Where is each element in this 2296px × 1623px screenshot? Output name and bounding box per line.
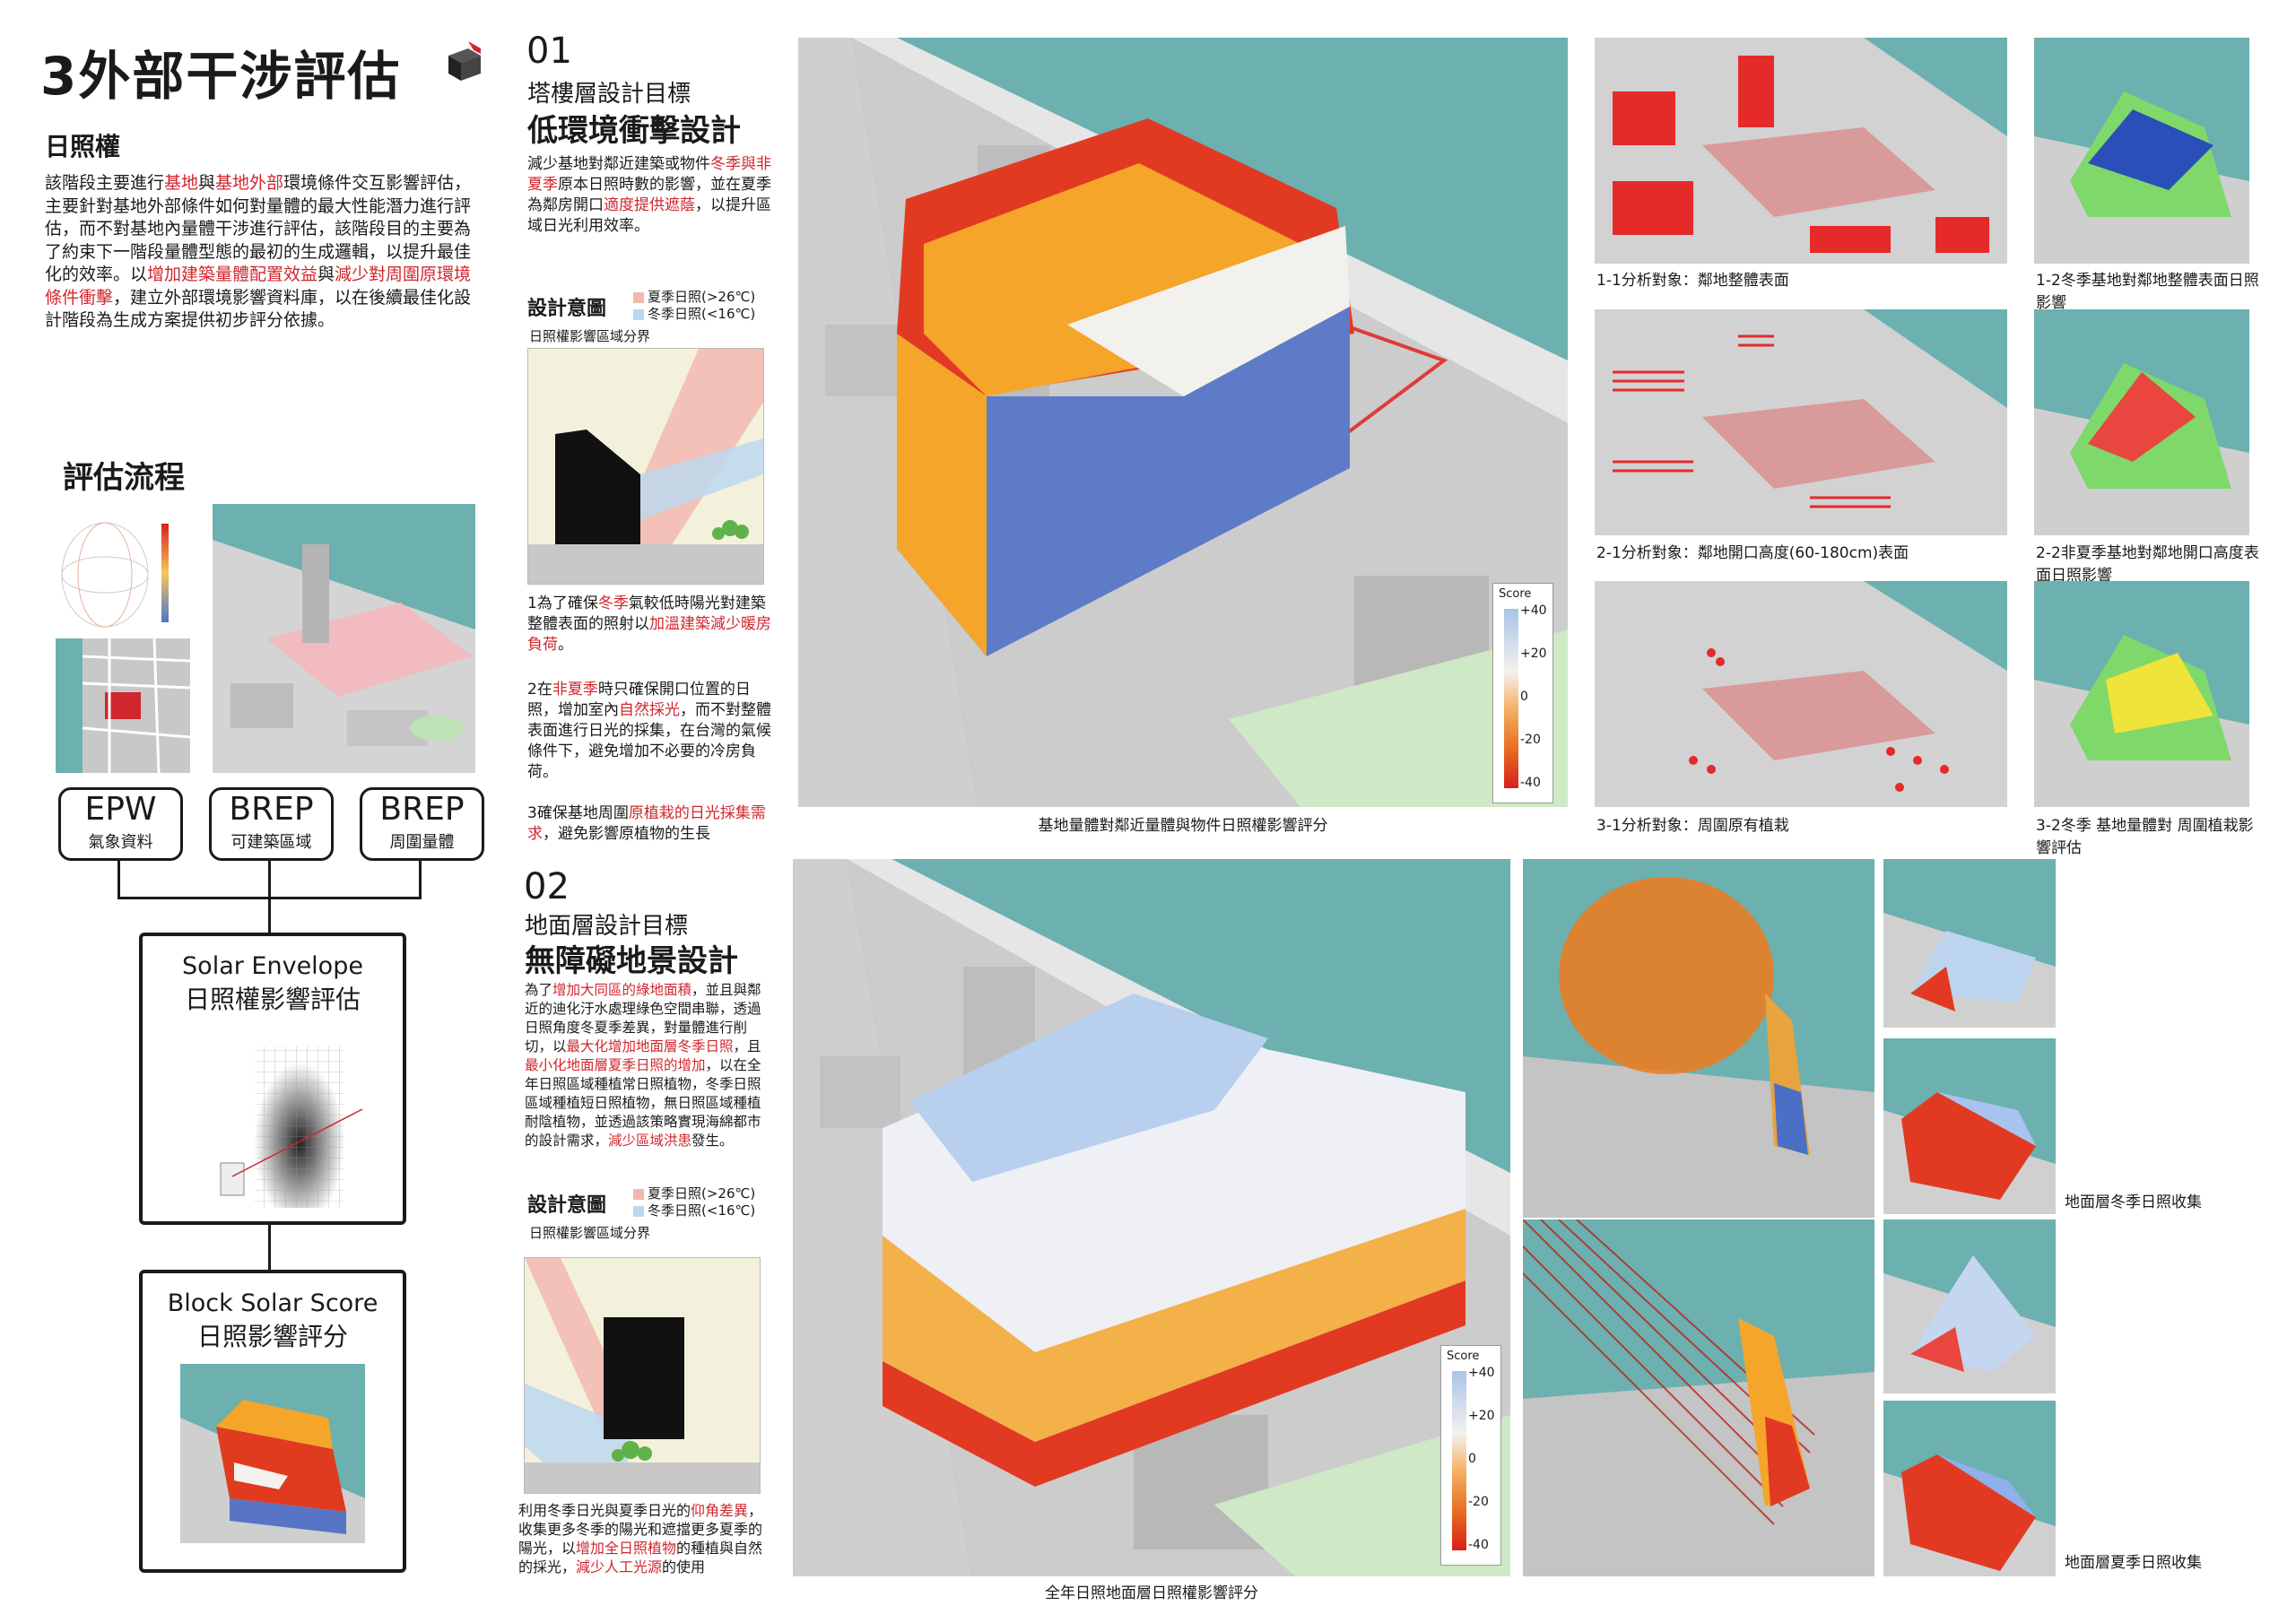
- analysis-1-1-caption: 1-1分析對象：鄰地整體表面: [1596, 272, 1789, 290]
- section1-score-legend: Score +40 +20 0 -20 -40: [1492, 583, 1553, 803]
- section2-goal-label: 地面層設計目標: [525, 913, 689, 940]
- analysis-2-1-caption: 2-1分析對象：鄰地開口高度(60-180cm)表面: [1596, 544, 1909, 562]
- subtitle: 日照權: [45, 132, 121, 161]
- cube-icon: [448, 41, 481, 81]
- section2-sun-angle-diagram: [524, 1257, 761, 1494]
- section1-note-1: 1為了確保冬季氣較低時陽光對建築整體表面的照射以加溫建築減少暖房負荷。: [527, 595, 771, 654]
- analysis-1-1-image: [1595, 38, 2007, 264]
- site-map-image: [56, 638, 190, 773]
- section1-description: 減少基地對鄰近建築或物件冬季與非夏季原本日照時數的影響，並在夏季為鄰房開口適度提…: [527, 155, 771, 235]
- section1-goal-title: 低環境衝擊設計: [527, 113, 741, 149]
- score-tick: -40: [1468, 1538, 1489, 1552]
- summer-thumb-1: [1883, 1219, 2056, 1393]
- section1-sun-angle-diagram: [527, 348, 764, 585]
- summer-swatch: [633, 1188, 644, 1200]
- section2-note: 利用冬季日光與夏季日光的仰角差異，收集更多冬季的陽光和遮擋更多夏季的陽光，以增加…: [518, 1502, 763, 1575]
- summer-thumb-2: [1883, 1401, 2056, 1576]
- score-title: Score: [1499, 587, 1532, 601]
- score-tick: +40: [1520, 603, 1547, 618]
- section2-goal-title: 無障礙地景設計: [525, 943, 738, 979]
- flow-line: [117, 897, 422, 899]
- flow-line: [419, 858, 422, 898]
- section2-number: 02: [524, 866, 570, 907]
- block-solar-score-box: Block Solar Score 日照影響評分: [139, 1270, 406, 1573]
- section2-intent-label: 設計意圖: [527, 1194, 607, 1217]
- analysis-2-1-image: [1595, 309, 2007, 535]
- analysis-3-1-image: [1595, 581, 2007, 807]
- site-context-image: [213, 504, 475, 773]
- winter-collection-caption: 地面層冬季日照收集: [2065, 1193, 2202, 1211]
- winter-thumb-2: [1883, 1038, 2056, 1214]
- section2-main-model-image: [793, 859, 1510, 1576]
- flow-line: [117, 858, 120, 898]
- winter-swatch: [633, 308, 644, 320]
- score-title: Score: [1447, 1350, 1480, 1363]
- sun-path-diagram: [56, 508, 185, 642]
- score-tick: -20: [1520, 733, 1541, 747]
- section2-main-caption: 全年日照地面層日照權影響評分: [1045, 1584, 1258, 1602]
- winter-sun-rays-image: [1523, 859, 1874, 1218]
- analysis-3-1-caption: 3-1分析對象：周圍原有植栽: [1596, 817, 1789, 835]
- score-tick: +20: [1520, 647, 1547, 661]
- section1-goal-label: 塔樓層設計目標: [527, 81, 691, 108]
- summer-swatch: [633, 291, 644, 303]
- analysis-2-2-image: [2034, 309, 2249, 535]
- section2-description: 為了增加大同區的綠地面積，並且與鄰近的迪化汙水處理綠色空間串聯，透過日照角度冬夏…: [525, 982, 761, 1149]
- summer-sun-rays-image: [1523, 1219, 1874, 1576]
- section1-note-3: 3確保基地周圍原植栽的日光採集需求，避免影響原植物的生長: [527, 804, 766, 843]
- intro-paragraph: 該階段主要進行基地與基地外部環境條件交互影響評估，主要針對基地外部條件如何對量體…: [45, 173, 472, 330]
- page-title: 3外部干涉評估: [40, 46, 402, 107]
- flow-line: [268, 898, 271, 934]
- flow-line: [268, 1221, 271, 1271]
- analysis-2-2-caption: 2-2非夏季基地對鄰地開口高度表面日照影響: [2036, 544, 2259, 585]
- section2-diagram-label: 日照權影響區域分界: [529, 1225, 651, 1241]
- winter-swatch: [633, 1205, 644, 1217]
- flow-line: [268, 858, 271, 898]
- section2-legend: 夏季日照(>26℃) 冬季日照(<16℃): [633, 1185, 755, 1219]
- score-tick: +40: [1468, 1366, 1495, 1380]
- analysis-1-2-caption: 1-2冬季基地對鄰地整體表面日照影響: [2036, 272, 2259, 312]
- score-tick: 0: [1468, 1452, 1476, 1466]
- process-heading: 評估流程: [63, 460, 185, 496]
- section1-main-model-image: [798, 38, 1568, 807]
- section1-note-2: 2在非夏季時只確保開口位置的日照，增加室內自然採光，而不對整體表面進行日光的採集…: [527, 681, 771, 781]
- score-tick: +20: [1468, 1409, 1495, 1423]
- score-gradient-bar: [1452, 1371, 1466, 1550]
- score-tick: -20: [1468, 1495, 1489, 1509]
- analysis-3-2-image: [2034, 581, 2249, 807]
- section1-legend: 夏季日照(>26℃) 冬季日照(<16℃): [633, 289, 755, 323]
- section2-score-legend: Score +40 +20 0 -20 -40: [1440, 1345, 1501, 1566]
- score-tick: 0: [1520, 690, 1528, 704]
- analysis-1-2-image: [2034, 38, 2249, 264]
- summer-collection-caption: 地面層夏季日照收集: [2065, 1554, 2202, 1572]
- section1-number: 01: [526, 30, 572, 72]
- section1-diagram-label: 日照權影響區域分界: [529, 328, 651, 344]
- section1-intent-label: 設計意圖: [527, 298, 607, 320]
- score-tick: -40: [1520, 776, 1541, 790]
- section1-main-caption: 基地量體對鄰近量體與物件日照權影響評分: [1038, 817, 1328, 835]
- score-gradient-bar: [1504, 609, 1518, 788]
- analysis-3-2-caption: 3-2冬季 基地量體對 周圍植栽影響評估: [2036, 817, 2254, 857]
- solar-envelope-box: Solar Envelope 日照權影響評估: [139, 933, 406, 1225]
- winter-thumb-1: [1883, 859, 2056, 1028]
